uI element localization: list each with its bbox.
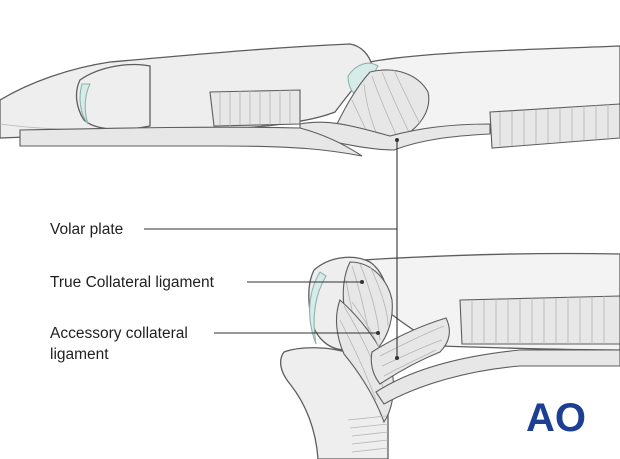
leader-lines — [144, 138, 399, 360]
upper-finger-drawing — [0, 43, 620, 157]
lower-flexor-band — [375, 349, 620, 405]
true-collateral-label: True Collateral ligament — [50, 274, 215, 291]
volar-plate-leader — [144, 140, 398, 358]
upper-ligament-band-left — [209, 89, 301, 127]
upper-fibers-left — [219, 90, 291, 126]
upper-flexor-band — [19, 126, 363, 157]
lower-shaft-fibers — [347, 415, 389, 453]
accessory-collateral-dot — [376, 331, 380, 335]
upper-fibers-right — [499, 104, 609, 146]
ao-logo-text: AO — [526, 396, 586, 440]
accessory-collateral-label-line1: Accessory collateral — [50, 325, 188, 342]
upper-ligament-band-right — [489, 103, 620, 149]
upper-volar-plate — [299, 121, 491, 151]
volar-plate-label: Volar plate — [50, 221, 123, 238]
lower-joint-drawing — [279, 252, 620, 459]
volar-plate-dot-top — [395, 138, 399, 142]
true-collateral-dot — [360, 280, 364, 284]
upper-cartilage-2 — [79, 83, 91, 125]
lower-cartilage — [309, 271, 327, 345]
accessory-collateral-label-line2: ligament — [50, 346, 109, 363]
lower-volar-plate — [370, 317, 450, 385]
volar-plate-dot-bottom — [395, 356, 399, 360]
ao-logo: AO — [526, 396, 586, 440]
lower-fibers-right — [471, 296, 605, 344]
lower-volar-fibers — [379, 325, 445, 377]
